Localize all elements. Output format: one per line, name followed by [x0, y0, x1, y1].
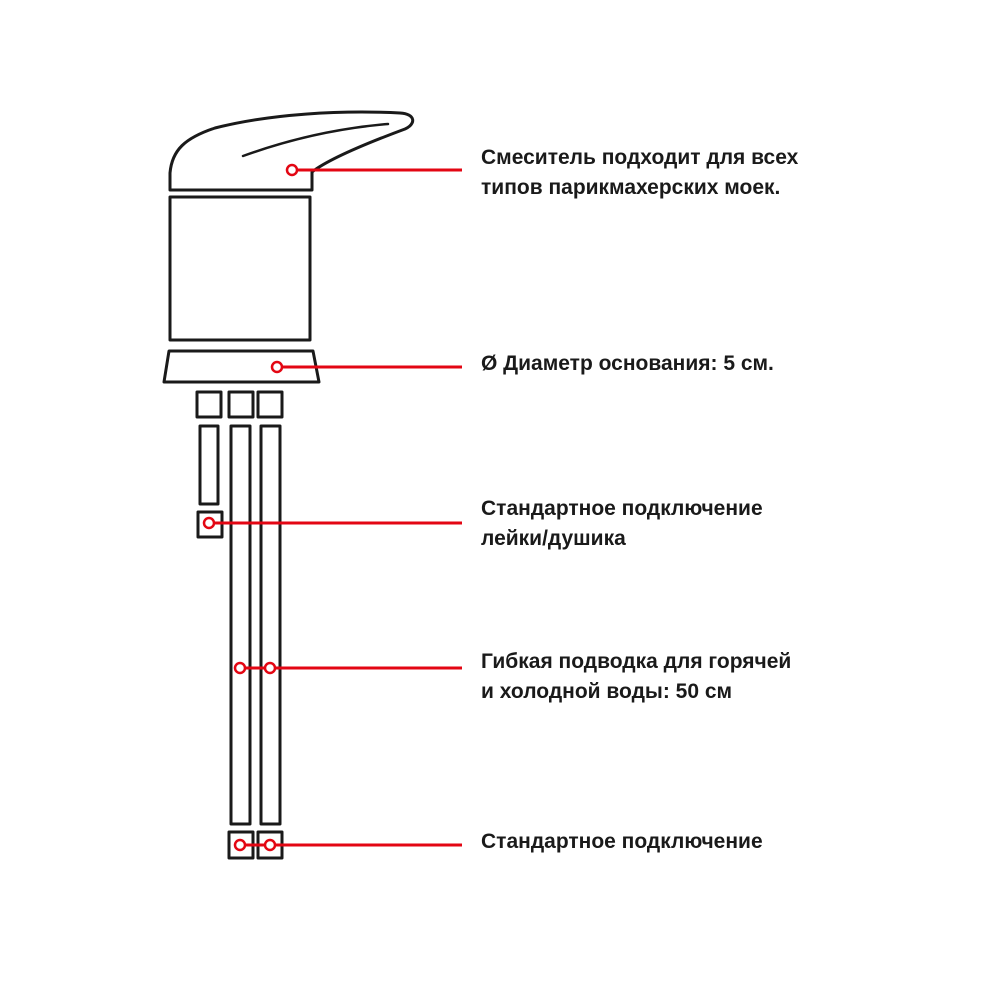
callout-base-line-1: Ø Диаметр основания: 5 см.: [481, 352, 774, 375]
marker-hose-hot: [233, 661, 247, 675]
marker-base: [270, 360, 284, 374]
callout-handle: Смеситель подходит для всех типов парикм…: [481, 143, 798, 203]
faucet-base: [162, 349, 321, 384]
hose-nut-left: [227, 390, 255, 419]
hose-nut-right: [256, 390, 284, 419]
marker-handle: [285, 163, 299, 177]
marker-hose-cold: [263, 661, 277, 675]
hose-cold: [259, 424, 282, 826]
callout-handle-line-2: типов парикмахерских моек.: [481, 176, 781, 199]
callout-handle-line-1: Смеситель подходит для всех: [481, 146, 799, 169]
callout-connection: Стандартное подключение: [481, 827, 763, 857]
callout-hoses-line-1: Гибкая подводка для горячей: [481, 650, 792, 673]
hose-hot: [229, 424, 252, 826]
callout-shower-line-2: лейки/душика: [481, 527, 626, 550]
shower-outlet-tube: [198, 424, 220, 506]
callout-base: Ø Диаметр основания: 5 см.: [481, 349, 774, 379]
callout-hoses: Гибкая подводка для горячей и холодной в…: [481, 647, 791, 707]
marker-connector-left: [233, 838, 247, 852]
marker-connector-right: [263, 838, 277, 852]
handle-detail-line: [241, 122, 390, 158]
callout-connection-line-1: Стандартное подключение: [481, 830, 763, 853]
callout-hoses-line-2: и холодной воды: 50 см: [481, 680, 733, 703]
faucet-body: [168, 195, 312, 342]
callout-shower: Стандартное подключение лейки/душика: [481, 494, 763, 554]
callout-shower-line-1: Стандартное подключение: [481, 497, 763, 520]
faucet-handle: [168, 110, 415, 192]
marker-shower: [202, 516, 216, 530]
shower-nut: [195, 390, 223, 419]
